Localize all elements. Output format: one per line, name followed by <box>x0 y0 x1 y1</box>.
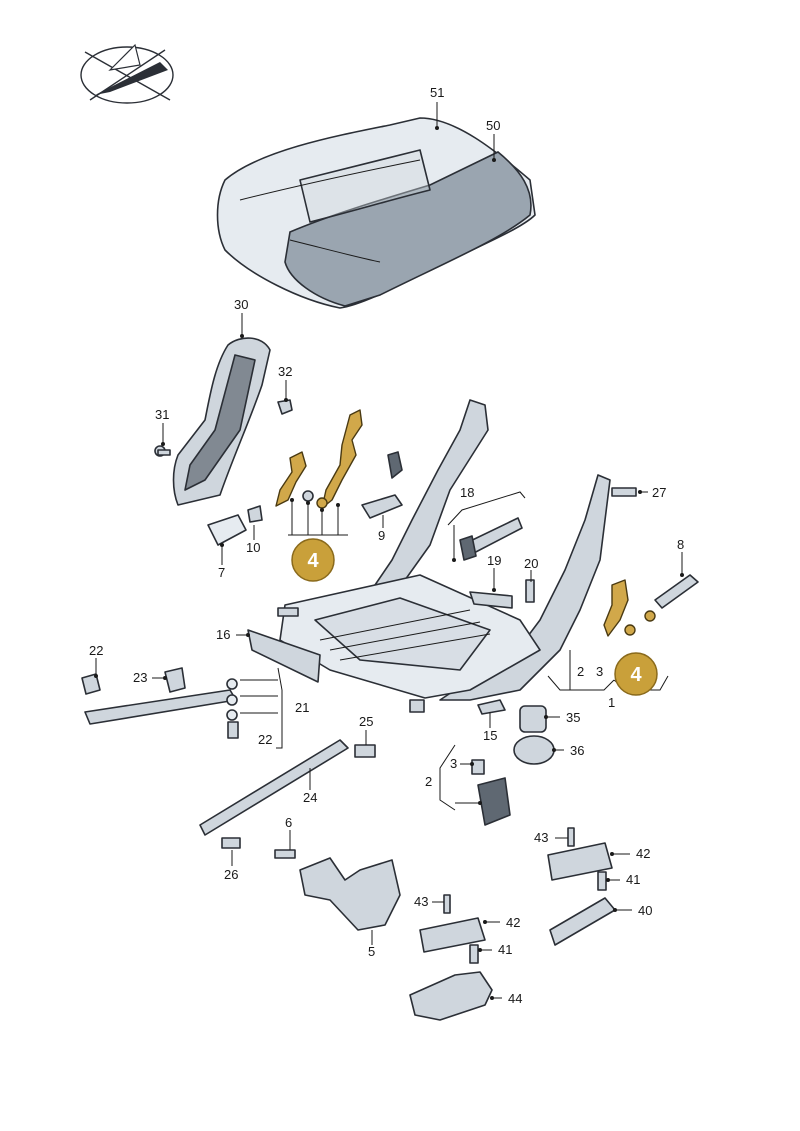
clip-22-top <box>81 673 101 695</box>
panel-16 <box>247 629 321 683</box>
label-42-upper: 42 <box>636 846 650 861</box>
pad-15 <box>477 699 506 715</box>
part-labels: 51 50 30 32 31 18 27 8 10 7 9 19 20 16 2… <box>89 85 684 1006</box>
knob-35 <box>519 705 547 733</box>
gold-bracket-right <box>603 579 656 637</box>
label-42-lower: 42 <box>506 915 520 930</box>
label-43-lower: 43 <box>414 894 428 909</box>
lever-8 <box>654 574 699 609</box>
screw-20 <box>525 579 535 603</box>
strap-18 <box>459 517 523 561</box>
latch-44 <box>409 944 493 1021</box>
label-16: 16 <box>216 627 230 642</box>
label-7: 7 <box>218 565 225 580</box>
label-8: 8 <box>677 537 684 552</box>
rail-40 <box>549 871 616 946</box>
bracket-2-lower <box>471 759 511 826</box>
label-51: 51 <box>430 85 444 100</box>
label-25: 25 <box>359 714 373 729</box>
gas-strut-24 <box>199 739 376 849</box>
label-24: 24 <box>303 790 317 805</box>
badge-4-left-text: 4 <box>307 550 319 572</box>
mechanism-5 <box>274 849 401 931</box>
label-6: 6 <box>285 815 292 830</box>
clip-23 <box>164 667 186 693</box>
label-15: 15 <box>483 728 497 743</box>
label-5: 5 <box>368 944 375 959</box>
label-22-top: 22 <box>89 643 103 658</box>
screw-31 <box>154 445 171 457</box>
badge-4-left[interactable]: 4 <box>291 538 335 582</box>
label-18: 18 <box>460 485 474 500</box>
label-3-upper: 3 <box>596 664 603 679</box>
label-40: 40 <box>638 903 652 918</box>
label-36: 36 <box>570 743 584 758</box>
seat-frame <box>277 399 611 713</box>
knob-36 <box>513 735 555 765</box>
label-9: 9 <box>378 528 385 543</box>
gold-bracket-left <box>275 409 363 509</box>
label-1: 1 <box>608 695 615 710</box>
label-31: 31 <box>155 407 169 422</box>
label-20: 20 <box>524 556 538 571</box>
label-26: 26 <box>224 867 238 882</box>
label-2-upper: 2 <box>577 664 584 679</box>
label-22-bottom: 22 <box>258 732 272 747</box>
label-35: 35 <box>566 710 580 725</box>
label-21: 21 <box>295 700 309 715</box>
label-3-lower: 3 <box>450 756 457 771</box>
screw-27 <box>611 487 637 497</box>
label-2-lower: 2 <box>425 774 432 789</box>
label-41-lower: 41 <box>498 942 512 957</box>
rod-19 <box>469 591 513 609</box>
cover-42-lower <box>419 894 486 953</box>
label-23: 23 <box>133 670 147 685</box>
clip-32 <box>277 399 293 415</box>
orientation-logo <box>80 43 174 104</box>
label-41-upper: 41 <box>626 872 640 887</box>
label-32: 32 <box>278 364 292 379</box>
strap-9 <box>361 451 403 519</box>
label-50: 50 <box>486 118 500 133</box>
label-30: 30 <box>234 297 248 312</box>
label-27: 27 <box>652 485 666 500</box>
label-10: 10 <box>246 540 260 555</box>
handle-7 <box>207 514 247 546</box>
badge-4-right[interactable]: 4 <box>614 652 658 696</box>
label-19: 19 <box>487 553 501 568</box>
seat-cushion <box>216 117 536 309</box>
leader-lines <box>94 102 684 1000</box>
label-43-upper: 43 <box>534 830 548 845</box>
badge-4-right-text: 4 <box>630 664 642 686</box>
side-trim-panel <box>172 337 271 506</box>
cover-42-upper <box>547 827 613 881</box>
gas-spring-21 <box>84 678 239 739</box>
label-44: 44 <box>508 991 522 1006</box>
